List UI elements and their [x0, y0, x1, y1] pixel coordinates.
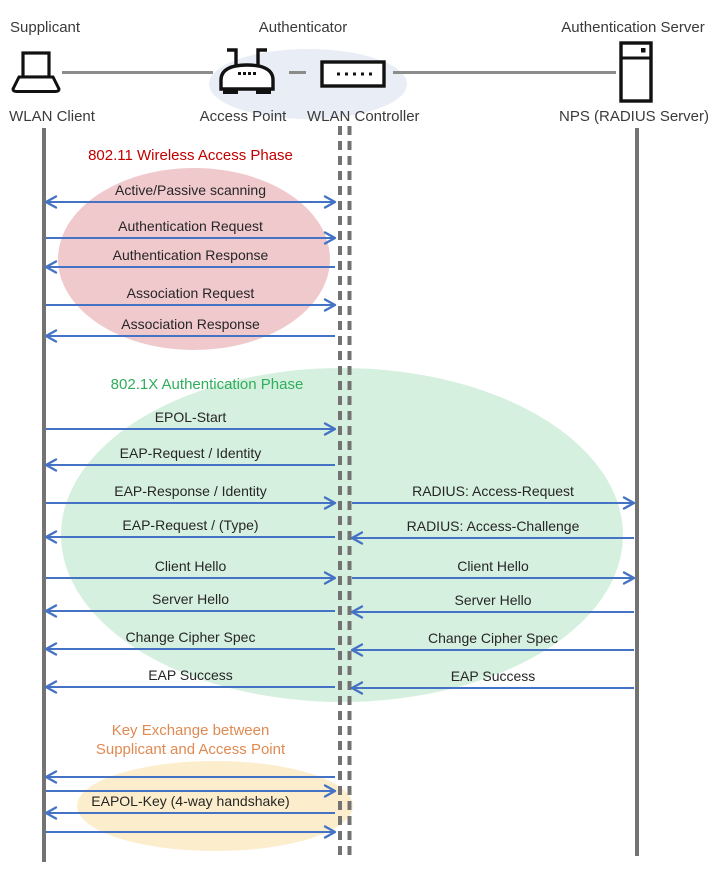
phase3-title-line1: Key Exchange between [111, 722, 270, 739]
message-label: Server Hello [151, 591, 230, 607]
message-arrow-left [44, 604, 335, 618]
message-arrow-right [46, 422, 337, 436]
message-arrow-right [46, 298, 337, 312]
message-arrow-right [46, 825, 337, 839]
message-arrow-left [44, 680, 335, 694]
message-label: EAPOL-Key (4-way handshake) [91, 793, 290, 809]
message-arrow-left [44, 770, 335, 784]
message-label: Authentication Response [112, 247, 269, 263]
message-label: EAP Success [148, 667, 233, 683]
message-arrow-left [44, 530, 335, 544]
message-label: Server Hello [454, 592, 532, 608]
message-arrow-left [350, 605, 634, 619]
wlan-controller-icon [320, 60, 386, 88]
message-arrow-left [350, 531, 634, 545]
phase3-title-line2: Supplicant and Access Point [95, 741, 286, 758]
message-arrow-left [350, 643, 634, 657]
message-arrow-left [44, 642, 335, 656]
server-icon [619, 41, 653, 103]
message-label: RADIUS: Access-Request [412, 483, 574, 499]
phase1-title: 802.11 Wireless Access Phase [88, 147, 293, 164]
message-label: EAP-Response / Identity [114, 483, 267, 499]
message-arrow-left [350, 681, 634, 695]
message-label: Active/Passive scanning [115, 182, 266, 198]
phase2-title: 802.1X Authentication Phase [110, 376, 304, 393]
message-arrow-right [46, 784, 337, 798]
message-arrow-left [44, 260, 335, 274]
message-label: Association Request [126, 285, 255, 301]
laptop-icon [11, 51, 61, 93]
message-label: EAP Success [450, 668, 536, 684]
device-label-access-point: Access Point [199, 108, 287, 125]
message-label: Client Hello [457, 558, 529, 574]
message-arrow-right [46, 496, 337, 510]
message-arrow-left [44, 329, 335, 343]
message-arrow-right [46, 231, 337, 245]
message-label: Association Response [121, 316, 260, 332]
role-label-authenticator: Authenticator [258, 19, 348, 36]
device-label-nps-radius-server: NPS (RADIUS Server) [558, 108, 710, 125]
message-arrow-right [352, 496, 636, 510]
message-label: Change Cipher Spec [428, 630, 558, 646]
message-arrow-both [44, 195, 337, 209]
message-label: EPOL-Start [154, 409, 227, 425]
role-label-authentication-server: Authentication Server [561, 19, 705, 36]
message-label: Change Cipher Spec [125, 629, 256, 645]
message-arrow-right [352, 571, 636, 585]
message-label: EAP-Request / Identity [119, 445, 262, 461]
message-arrow-left [44, 458, 335, 472]
message-label: Client Hello [154, 558, 227, 574]
message-arrow-right [46, 571, 337, 585]
message-label: EAP-Request / (Type) [122, 517, 259, 533]
phase3-ellipse [77, 761, 353, 851]
access-point-icon [219, 48, 275, 94]
role-label-supplicant: Supplicant [10, 19, 81, 36]
message-arrow-left [44, 806, 335, 820]
device-label-wlan-controller: WLAN Controller [307, 108, 420, 125]
message-label: Authentication Request [118, 218, 263, 234]
device-label-wlan-client: WLAN Client [9, 108, 95, 125]
message-label: RADIUS: Access-Challenge [406, 518, 580, 534]
